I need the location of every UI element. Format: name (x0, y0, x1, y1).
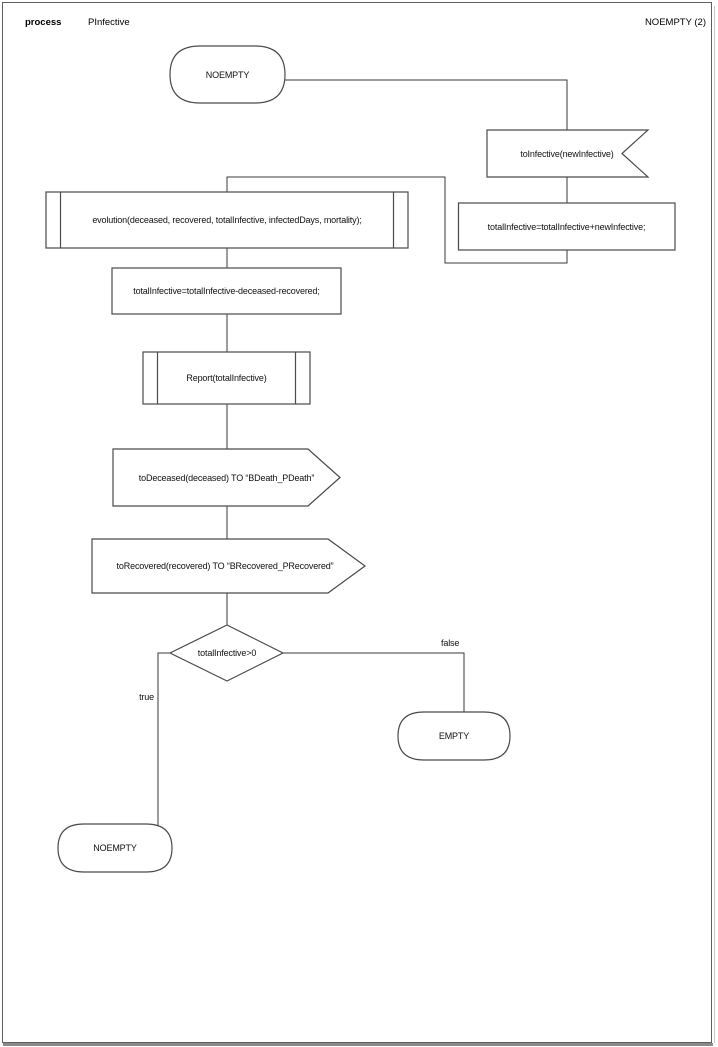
output-torecovered-shape[interactable] (91, 538, 367, 594)
task-sub-shape[interactable] (111, 267, 342, 315)
edge-start-to-input (284, 79, 568, 130)
input-toinfective-shape[interactable] (486, 129, 650, 178)
task-add-shape[interactable] (457, 202, 676, 251)
connectors (157, 79, 568, 826)
edge-task-add-to-evolution (226, 176, 568, 264)
page-title: NOEMPTY (2) (644, 17, 706, 28)
process-kind-label: process (25, 17, 62, 28)
decision-shape[interactable] (168, 624, 285, 682)
state-empty-shape[interactable] (397, 711, 511, 761)
edge-decision-false (283, 652, 465, 712)
output-todeceased-shape[interactable] (112, 448, 341, 507)
edge-decision-true (157, 652, 170, 826)
procedure-evolution-shape[interactable] (45, 191, 409, 249)
procedure-report-shape[interactable] (142, 351, 311, 405)
state-noempty-start-shape[interactable] (169, 45, 286, 104)
state-noempty-end-shape[interactable] (57, 823, 173, 873)
process-name: PInfective (88, 17, 130, 28)
